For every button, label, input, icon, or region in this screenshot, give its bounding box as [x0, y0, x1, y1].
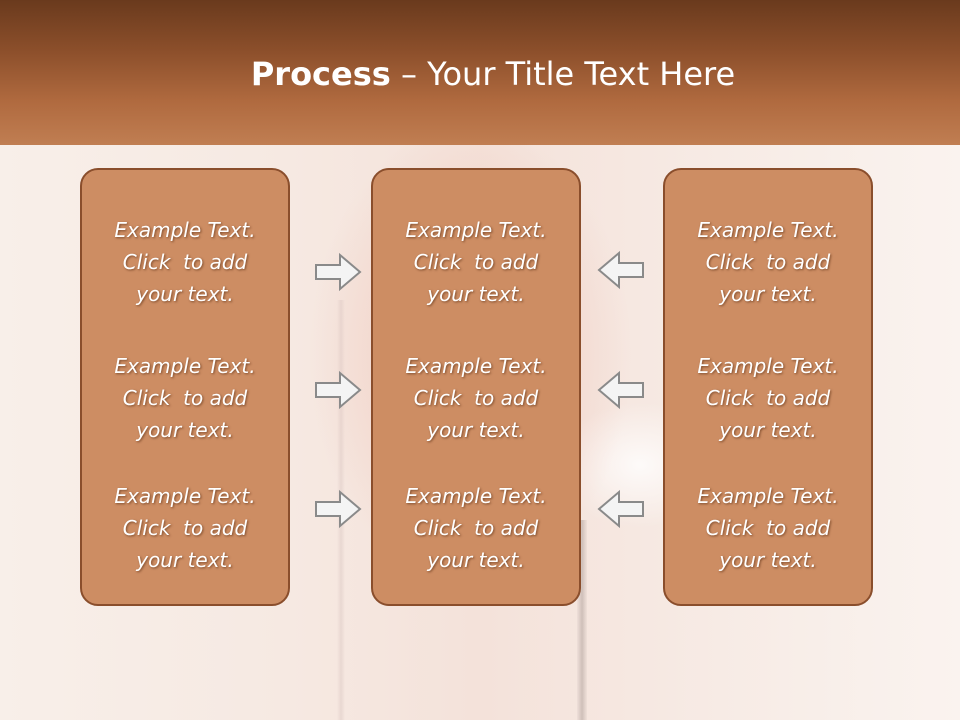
arrow-left-icon — [597, 370, 644, 410]
text-line: Example Text. — [114, 484, 256, 508]
text-line: Example Text. — [405, 354, 547, 378]
text-line: your text. — [719, 418, 817, 442]
arrow-right-icon — [315, 252, 362, 292]
slide-title[interactable]: Process – Your Title Text Here — [0, 52, 960, 96]
text-line: your text. — [719, 548, 817, 572]
arrow-right-icon — [315, 370, 362, 410]
text-block[interactable]: Example Text. Click to add your text. — [82, 350, 288, 446]
text-block[interactable]: Example Text. Click to add your text. — [665, 350, 871, 446]
title-rest: – Your Title Text Here — [390, 55, 736, 93]
text-line: Click to add — [122, 516, 248, 540]
text-block[interactable]: Example Text. Click to add your text. — [373, 480, 579, 576]
header-bar: Process – Your Title Text Here — [0, 0, 960, 145]
text-line: Click to add — [122, 250, 248, 274]
text-line: your text. — [719, 282, 817, 306]
text-block[interactable]: Example Text. Click to add your text. — [373, 350, 579, 446]
text-line: your text. — [427, 282, 525, 306]
text-block[interactable]: Example Text. Click to add your text. — [82, 480, 288, 576]
text-panel-left[interactable]: Example Text. Click to add your text. Ex… — [80, 168, 290, 606]
arrow-left-icon — [597, 489, 644, 529]
text-line: Example Text. — [114, 354, 256, 378]
text-line: Click to add — [413, 386, 539, 410]
text-line: your text. — [427, 548, 525, 572]
text-line: Example Text. — [114, 218, 256, 242]
text-line: your text. — [427, 418, 525, 442]
text-line: Click to add — [413, 250, 539, 274]
text-line: Example Text. — [697, 354, 839, 378]
text-panel-right[interactable]: Example Text. Click to add your text. Ex… — [663, 168, 873, 606]
text-line: Click to add — [413, 516, 539, 540]
text-line: your text. — [136, 282, 234, 306]
text-line: Click to add — [705, 516, 831, 540]
text-line: Click to add — [122, 386, 248, 410]
text-line: Example Text. — [697, 484, 839, 508]
text-block[interactable]: Example Text. Click to add your text. — [665, 480, 871, 576]
arrow-left-icon — [597, 250, 644, 290]
text-line: Click to add — [705, 250, 831, 274]
arrow-right-icon — [315, 489, 362, 529]
text-line: your text. — [136, 548, 234, 572]
text-line: Example Text. — [697, 218, 839, 242]
text-block[interactable]: Example Text. Click to add your text. — [373, 214, 579, 310]
text-panel-center[interactable]: Example Text. Click to add your text. Ex… — [371, 168, 581, 606]
text-block[interactable]: Example Text. Click to add your text. — [665, 214, 871, 310]
text-line: Click to add — [705, 386, 831, 410]
text-line: Example Text. — [405, 218, 547, 242]
title-bold: Process — [250, 55, 391, 93]
text-block[interactable]: Example Text. Click to add your text. — [82, 214, 288, 310]
text-line: your text. — [136, 418, 234, 442]
background-edge — [577, 520, 587, 720]
text-line: Example Text. — [405, 484, 547, 508]
